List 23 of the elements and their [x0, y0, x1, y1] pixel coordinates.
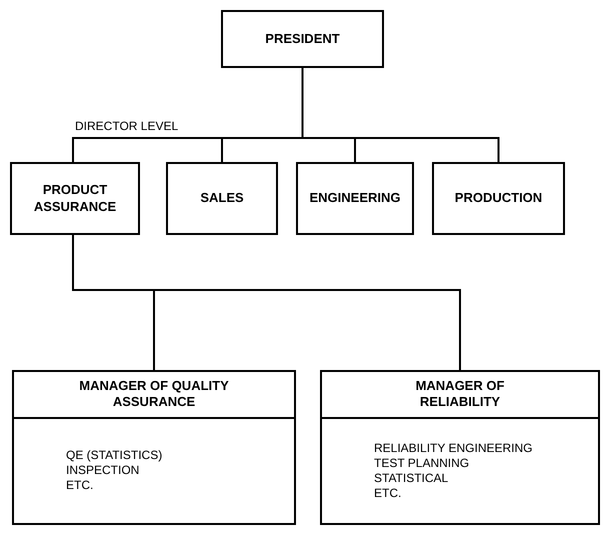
duty-text: RELIABILITY ENGINEERING: [374, 440, 534, 456]
box-label: PRODUCT ASSURANCE: [32, 182, 118, 215]
connector-line: [302, 68, 500, 162]
box-label: SALES: [200, 190, 244, 207]
box-heading: MANAGER OF RELIABILITY: [414, 378, 506, 410]
manager-box: [320, 370, 600, 525]
duty-text: INSPECTION: [66, 463, 140, 478]
box-heading: MANAGER OF QUALITY ASSURANCE: [79, 378, 229, 410]
duty-text: STATISTICAL: [374, 470, 450, 486]
org-box: [166, 162, 278, 235]
org-box: [221, 10, 384, 68]
level-label: DIRECTOR LEVEL: [75, 118, 178, 135]
manager-box: [12, 370, 296, 525]
org-box: [432, 162, 565, 235]
box-label: PRODUCTION: [454, 190, 542, 207]
duty-text: ETC.: [66, 478, 94, 494]
box-label: ENGINEERING: [309, 190, 400, 207]
duty-text: QE (STATISTICS): [66, 448, 164, 464]
duty-text: TEST PLANNING: [374, 456, 470, 471]
org-box: [296, 162, 414, 235]
org-box: [10, 162, 140, 235]
duty-text: ETC.: [374, 486, 402, 501]
box-label: PRESIDENT: [265, 30, 340, 48]
